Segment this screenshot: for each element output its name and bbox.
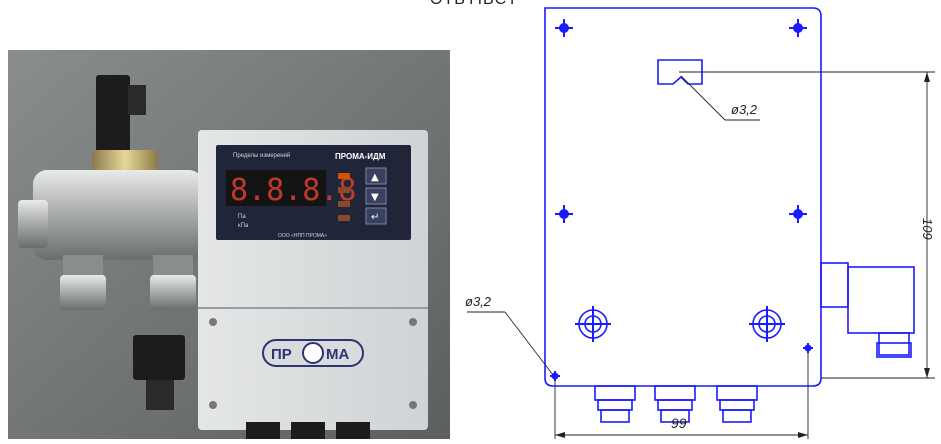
mounting-plate-outline [544, 7, 822, 387]
technical-drawing: ø3,2 ø3,2 109 99 [455, 0, 941, 439]
svg-text:кПа: кПа [238, 223, 249, 229]
cable-gland-group [594, 385, 758, 423]
side-connector-housing [820, 262, 849, 308]
dim-height: 109 [920, 218, 935, 240]
svg-text:↵: ↵ [371, 212, 379, 223]
cable-connector-top [96, 75, 130, 153]
cropped-caption: OTBYIBCT [430, 0, 518, 9]
down-button[interactable] [365, 187, 387, 205]
device-photo-illustration: Пределы измерений ПРОМА-ИДМ 8.8.8.8 ▲ ▼ … [8, 50, 450, 439]
dim-hole-left: ø3,2 [465, 294, 492, 309]
up-button[interactable] [365, 167, 387, 185]
mounting-slot [657, 59, 703, 85]
svg-text:ООО «НПП ПРОМА»: ООО «НПП ПРОМА» [278, 233, 327, 239]
svg-text:▼: ▼ [371, 192, 379, 203]
svg-text:ПР: ПР [271, 346, 292, 363]
display-header-left: Пределы измерений [233, 152, 290, 159]
enter-button[interactable] [365, 207, 387, 225]
display-header-right: ПРОМА-ИДМ [335, 152, 386, 161]
dim-hole-top: ø3,2 [731, 102, 758, 117]
svg-text:▲: ▲ [371, 172, 379, 183]
technical-drawing-canvas: ø3,2 ø3,2 109 99 [465, 7, 935, 439]
svg-text:Па: Па [238, 214, 246, 220]
steel-sensor-body [33, 170, 203, 260]
mounting-hole-markers [550, 19, 813, 381]
dim-width: 99 [671, 415, 687, 431]
svg-text:МА: МА [326, 346, 349, 363]
device-photo: Пределы измерений ПРОМА-ИДМ 8.8.8.8 ▲ ▼ … [8, 50, 450, 439]
seven-segment-readout: 8.8.8.8 [230, 173, 356, 208]
